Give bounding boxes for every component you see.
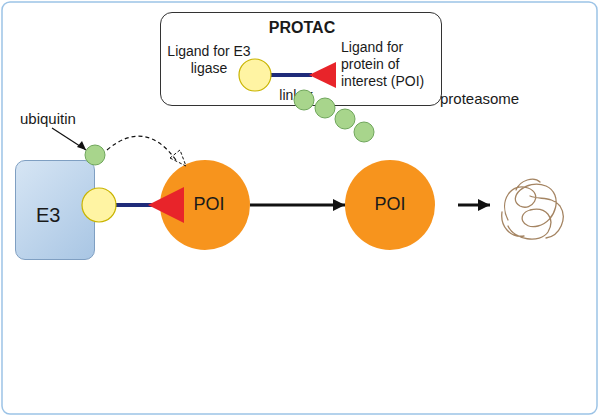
leader-line: [52, 128, 86, 150]
callout-label: proteasome: [440, 90, 519, 108]
peptide-fragments: [502, 179, 563, 239]
legend-box: PROTAC Ligand for E3 ligase linker Ligand f…: [160, 12, 442, 106]
target-protein: POI: [160, 160, 250, 250]
legend-text: linker: [266, 87, 326, 104]
legend-text: Ligand for E3 ligase: [167, 43, 251, 77]
box-label: E3: [36, 207, 76, 224]
process-arrow: [458, 204, 490, 207]
transfer-arrow: [107, 136, 176, 160]
leader-arrow-head: [77, 141, 86, 150]
ubiquitin-circle: [354, 122, 374, 142]
transfer-arrow-head: [170, 150, 186, 166]
callout-label: ubiquitin: [20, 110, 76, 128]
e3-ligase-box: E3: [15, 160, 95, 260]
protein-label: POI: [172, 196, 246, 213]
e3-ligand-circle: [82, 188, 116, 222]
ubiquitinated-protein: POI: [345, 160, 435, 250]
poi-ligand-triangle: [309, 62, 336, 88]
linker-line: [270, 73, 312, 77]
protein-label: POI: [353, 196, 427, 213]
ubiquitin-circle: [85, 145, 105, 165]
poi-ligand-triangle: [148, 187, 184, 223]
ubiquitin-circle: [315, 98, 335, 118]
legend-text: Ligand for protein of interest (POI): [341, 39, 441, 90]
e3-ligand-circle: [239, 59, 271, 91]
ubiquitin-circle: [294, 90, 314, 110]
linker-line: [112, 203, 152, 207]
ubiquitin-circle: [335, 109, 355, 129]
legend-title: PROTAC: [161, 19, 443, 36]
process-arrow: [250, 204, 345, 207]
